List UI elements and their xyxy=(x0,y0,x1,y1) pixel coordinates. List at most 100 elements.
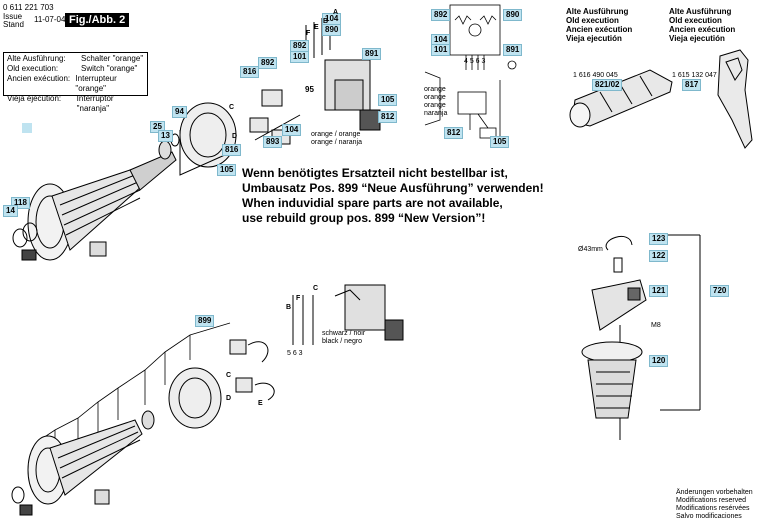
part-callout: 899 xyxy=(195,315,215,327)
exec-header-line: Vieja ejecutión xyxy=(669,34,725,43)
old-exec-value: Interrupteur "orange" xyxy=(75,74,117,93)
chuck-part-drawing xyxy=(569,69,673,128)
part-ref-right: 817 xyxy=(682,79,702,91)
marker-letter: F xyxy=(306,30,311,37)
marker-letter: C xyxy=(229,104,235,111)
schematic-color: orange xyxy=(424,102,446,109)
part-callout: 101 xyxy=(290,51,310,63)
old-exec-row: Alte Ausführung: Schalter "orange" xyxy=(7,54,144,64)
old-exec-key: Alte Ausführung: xyxy=(7,54,66,63)
issue-date: 11-07-04 xyxy=(34,15,66,24)
lower-switch-drawing xyxy=(292,284,404,345)
marker-letter: C xyxy=(313,285,319,292)
old-exec-value: Interruptor "naranja" xyxy=(76,94,114,113)
part-callout: 13 xyxy=(158,130,173,142)
exec-header-line: Old execution xyxy=(669,16,722,25)
footer-line: Salvo modificaciones xyxy=(676,513,742,520)
lower-stator-drawing xyxy=(141,367,222,430)
marker-letter: F xyxy=(296,295,301,302)
aux-handle-group-drawing xyxy=(581,234,701,440)
color-swatch xyxy=(22,123,32,133)
notice-line: use rebuild group pos. 899 “New Version”… xyxy=(242,211,486,225)
part-callout: 892 xyxy=(258,57,278,69)
wire-color-label: orange / naranja xyxy=(311,139,362,146)
wire-color-label: orange / orange xyxy=(311,131,361,138)
part-number-left: 1 616 490 045 xyxy=(573,72,618,79)
lower-rotor-drawing xyxy=(11,419,143,516)
marker-letter: B xyxy=(286,304,292,311)
schematic-callout: 890 xyxy=(503,9,523,21)
part-callout: 122 xyxy=(649,250,669,262)
upper-rotor-drawing xyxy=(12,151,177,261)
execution-header-left: Alte Ausführung Old execution Ancien exé… xyxy=(566,7,632,43)
part-callout: 893 xyxy=(263,136,283,148)
diameter-label: Ø43mm xyxy=(578,246,603,253)
terminal-numbers: 4 5 6 3 xyxy=(464,58,486,65)
wire-color-label: black / negro xyxy=(322,338,363,345)
modifications-footer: Änderungen vorbehalten Modifications res… xyxy=(676,489,753,521)
execution-header-right: Alte Ausführung Old execution Ancien exé… xyxy=(669,7,735,43)
notice-line: Wenn benötigtes Ersatzteil nicht bestell… xyxy=(242,166,508,180)
wire-color-label: schwarz / noir xyxy=(322,330,366,337)
schematic-color: orange xyxy=(424,86,446,93)
exec-header-line: Ancien exécution xyxy=(669,25,736,34)
part-callout: 95 xyxy=(305,85,314,94)
old-exec-value: Schalter "orange" xyxy=(81,54,144,63)
part-callout: 812 xyxy=(378,111,398,123)
exec-header-line: Alte Ausführung xyxy=(669,7,732,16)
marker-letter: A xyxy=(333,9,339,16)
upper-switch-drawing xyxy=(305,14,381,131)
footer-line: Modifications resérvées xyxy=(676,505,750,512)
stand-label: Stand xyxy=(3,20,24,29)
old-execution-box: Alte Ausführung: Schalter "orange" Old ex… xyxy=(3,52,148,113)
marker-letter: D xyxy=(226,395,232,402)
old-exec-key: Ancien exécution: xyxy=(7,74,71,83)
marker-letter: D xyxy=(232,133,238,140)
old-exec-row: Ancien exécution: Interrupteur "orange" xyxy=(7,74,144,94)
part-callout: 121 xyxy=(649,285,669,297)
part-callout: 14 xyxy=(3,205,18,217)
part-callout: 891 xyxy=(362,48,382,60)
old-exec-key: Vieja ejecutión: xyxy=(7,94,62,103)
wiring-schematic xyxy=(424,4,517,139)
terminal-numbers: 5 6 3 xyxy=(287,350,303,357)
exec-header-line: Vieja ejecutión xyxy=(566,34,622,43)
part-callout: 94 xyxy=(172,106,187,118)
exec-header-line: Alte Ausführung xyxy=(566,7,629,16)
marker-letter: E xyxy=(258,400,263,407)
footer-line: Modifications reserved xyxy=(676,497,747,504)
marker-letter: C xyxy=(226,372,232,379)
exec-header-line: Ancien exécution xyxy=(566,25,633,34)
part-callout: 123 xyxy=(649,233,669,245)
schematic-color: orange xyxy=(424,94,446,101)
part-callout: 105 xyxy=(378,94,398,106)
old-exec-value: Switch "orange" xyxy=(81,64,138,73)
lower-brush-parts-drawing xyxy=(229,339,275,401)
footer-line: Änderungen vorbehalten xyxy=(676,489,753,496)
part-callout: 104 xyxy=(282,124,302,136)
part-ref-left: 821/02 xyxy=(592,79,623,91)
schematic-callout: 101 xyxy=(431,44,451,56)
exec-header-line: Old execution xyxy=(566,16,619,25)
marker-letter: E xyxy=(314,24,319,31)
part-callout: 816 xyxy=(240,66,260,78)
old-exec-row: Old execution: Switch "orange" xyxy=(7,64,144,74)
figure-label: Fig./Abb. 2 xyxy=(65,13,130,27)
part-callout: 105 xyxy=(217,164,237,176)
schematic-callout: 891 xyxy=(503,44,523,56)
old-exec-row: Vieja ejecutión: Interruptor "naranja" xyxy=(7,94,144,114)
marker-letter: B xyxy=(323,18,329,25)
part-callout: 890 xyxy=(322,24,342,36)
part-callout: 720 xyxy=(710,285,730,297)
spare-part-notice: Wenn benötigtes Ersatzteil nicht bestell… xyxy=(242,166,544,226)
part-callout: 816 xyxy=(222,144,242,156)
issue-label: Issue xyxy=(3,12,23,21)
schematic-callout: 105 xyxy=(490,136,510,148)
thread-label: M8 xyxy=(651,322,661,329)
schematic-callout: 892 xyxy=(431,9,451,21)
document-number: 0 611 221 703 xyxy=(3,3,54,12)
handle-part-drawing xyxy=(717,49,753,149)
notice-line: When induvidial spare parts are not avai… xyxy=(242,196,503,210)
old-exec-key: Old execution: xyxy=(7,64,59,73)
